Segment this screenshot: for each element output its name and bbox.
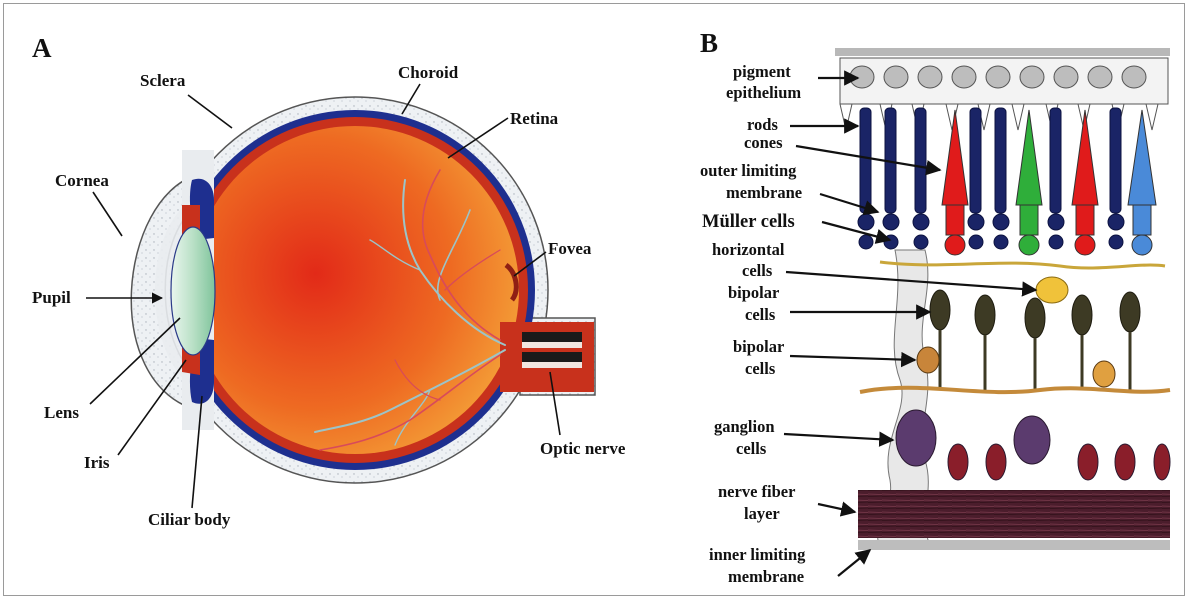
panel-a-label: A xyxy=(32,33,52,63)
label-pupil: Pupil xyxy=(32,288,71,307)
amacrine-cells xyxy=(917,347,1115,387)
label-optic-nerve: Optic nerve xyxy=(540,439,626,458)
horizontal-cell xyxy=(1036,277,1068,303)
label-bipolar1-1: bipolar xyxy=(728,283,779,302)
ganglion-cells xyxy=(896,410,1170,480)
label-cones: cones xyxy=(744,133,783,152)
cone-red-2 xyxy=(1072,110,1098,205)
label-sclera: Sclera xyxy=(140,71,186,90)
pointer-sclera xyxy=(188,95,232,128)
label-olm-1: outer limiting xyxy=(700,161,797,180)
pointer-muller xyxy=(822,222,890,240)
cone-blue xyxy=(1128,110,1156,205)
label-bipolar2-1: bipolar xyxy=(733,337,784,356)
label-horizontal-2: cells xyxy=(742,261,773,280)
panel-b: B xyxy=(700,28,1170,586)
label-ganglion-2: cells xyxy=(736,439,767,458)
label-nfl-2: layer xyxy=(744,504,780,523)
label-retina: Retina xyxy=(510,109,559,128)
eye-diagram xyxy=(131,97,595,483)
pointer-ganglion xyxy=(784,434,893,440)
label-bipolar2-2: cells xyxy=(745,359,776,378)
label-lens: Lens xyxy=(44,403,79,422)
vitreous-body xyxy=(191,126,519,454)
panel-b-label: B xyxy=(700,28,718,58)
panel-a: A xyxy=(32,33,626,529)
label-pigment-1: pigment xyxy=(733,62,791,81)
label-nfl-1: nerve fiber xyxy=(718,482,795,501)
pointer-ilm xyxy=(838,550,870,576)
cone-red-1 xyxy=(942,110,968,205)
label-iris: Iris xyxy=(84,453,110,472)
label-pigment-2: epithelium xyxy=(726,83,801,102)
label-ganglion-1: ganglion xyxy=(714,417,775,436)
pointer-nfl xyxy=(818,504,855,512)
label-muller: Müller cells xyxy=(702,212,795,232)
label-choroid: Choroid xyxy=(398,63,459,82)
label-rods: rods xyxy=(747,115,778,134)
lens xyxy=(171,227,215,355)
pointer-cornea xyxy=(93,192,122,236)
label-ilm-2: membrane xyxy=(728,567,804,586)
bruch-membrane xyxy=(835,48,1170,56)
label-ciliar-body: Ciliar body xyxy=(148,510,231,529)
cone-green xyxy=(1016,110,1042,205)
label-bipolar1-2: cells xyxy=(745,305,776,324)
label-olm-2: membrane xyxy=(726,183,802,202)
label-ilm-1: inner limiting xyxy=(709,545,806,564)
inner-limiting-membrane xyxy=(858,540,1170,550)
label-cornea: Cornea xyxy=(55,171,109,190)
label-horizontal-1: horizontal xyxy=(712,240,785,259)
label-fovea: Fovea xyxy=(548,239,592,258)
retina-layers xyxy=(835,48,1170,550)
nerve-fiber-layer xyxy=(858,490,1170,538)
